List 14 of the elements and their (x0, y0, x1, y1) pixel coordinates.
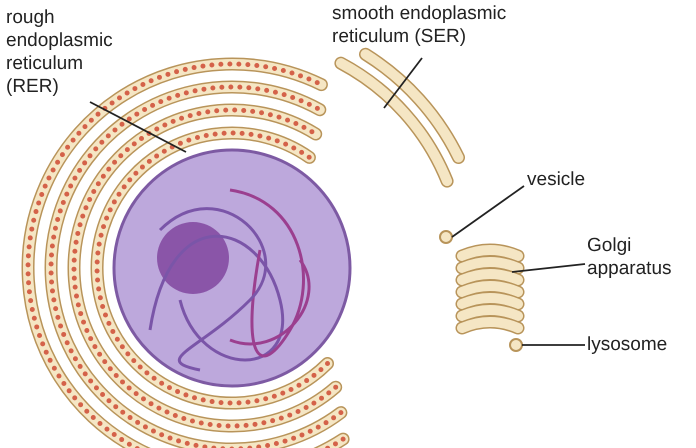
smooth-er-drawing (334, 48, 465, 188)
leader-line (383, 57, 423, 109)
part-label: lysosome (587, 333, 696, 356)
golgi-drawing (456, 244, 524, 334)
leader-line (512, 263, 586, 273)
part-label: rough endoplasmic reticulum (RER) (6, 6, 126, 98)
part-label: smooth endoplasmic reticulum (SER) (332, 2, 532, 48)
part-label: Golgi apparatus (587, 234, 687, 280)
leader-line (90, 101, 186, 153)
vesicle-drawing (439, 230, 453, 244)
lysosome-drawing (509, 338, 523, 352)
part-label: vesicle (527, 168, 627, 191)
leader-line (522, 344, 585, 346)
leader-line (451, 185, 525, 238)
